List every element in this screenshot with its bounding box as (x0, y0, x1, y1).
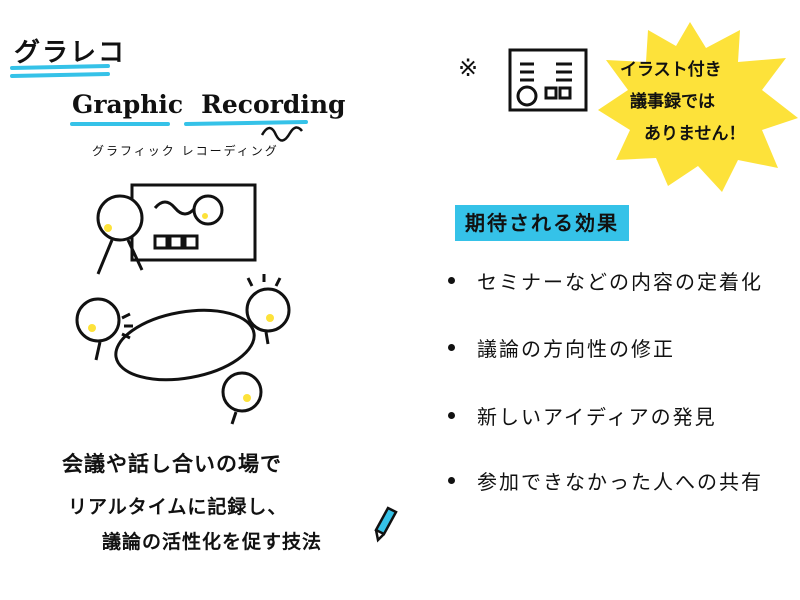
list-item-label: セミナーなどの内容の定着化 (477, 270, 763, 294)
list-item-label: 新しいアイディアの発見 (477, 405, 717, 429)
effects-title: 期待される効果 (455, 205, 629, 241)
description-line: 議論の活性化を促す技法 (102, 531, 323, 553)
note-line: イラスト付き (620, 60, 722, 80)
graphic-recording-underline (70, 120, 308, 126)
note-line: 議事録では (630, 92, 715, 112)
heading-kana: グラフィック レコーディング (92, 144, 279, 158)
note-line: ありません！ (644, 124, 746, 144)
list-item: 議論の方向性の修正 (448, 333, 675, 362)
list-item: 参加できなかった人への共有 (448, 466, 763, 495)
bullet-icon (448, 477, 455, 484)
heading-word-2: Recording (201, 90, 346, 119)
yellow-starburst (598, 22, 798, 192)
list-item-label: 議論の方向性の修正 (477, 337, 675, 361)
bullet-icon (448, 412, 455, 419)
description-line: 会議や話し合いの場で (62, 452, 282, 476)
note-text: イラスト付き 議事録では ありません！ (620, 54, 746, 150)
list-item: 新しいアイディアの発見 (448, 401, 717, 430)
heading-word-1: Graphic (72, 90, 184, 119)
page-title: グラレコ (14, 38, 127, 68)
list-item-label: 参加できなかった人への共有 (477, 470, 763, 494)
squiggle (260, 126, 303, 142)
description-line: リアルタイムに記録し、 (68, 496, 288, 518)
title-underline (10, 64, 110, 78)
list-item: セミナーなどの内容の定着化 (448, 266, 763, 295)
minutes-document-icon (508, 48, 588, 112)
pen-icon (374, 506, 398, 543)
bullet-icon (448, 344, 455, 351)
note-mark: ※ (458, 54, 479, 82)
graphic-recording-heading: Graphic Recording (72, 90, 346, 119)
bullet-icon (448, 277, 455, 284)
meeting-scene (75, 274, 291, 425)
whiteboard-scene (96, 183, 257, 275)
